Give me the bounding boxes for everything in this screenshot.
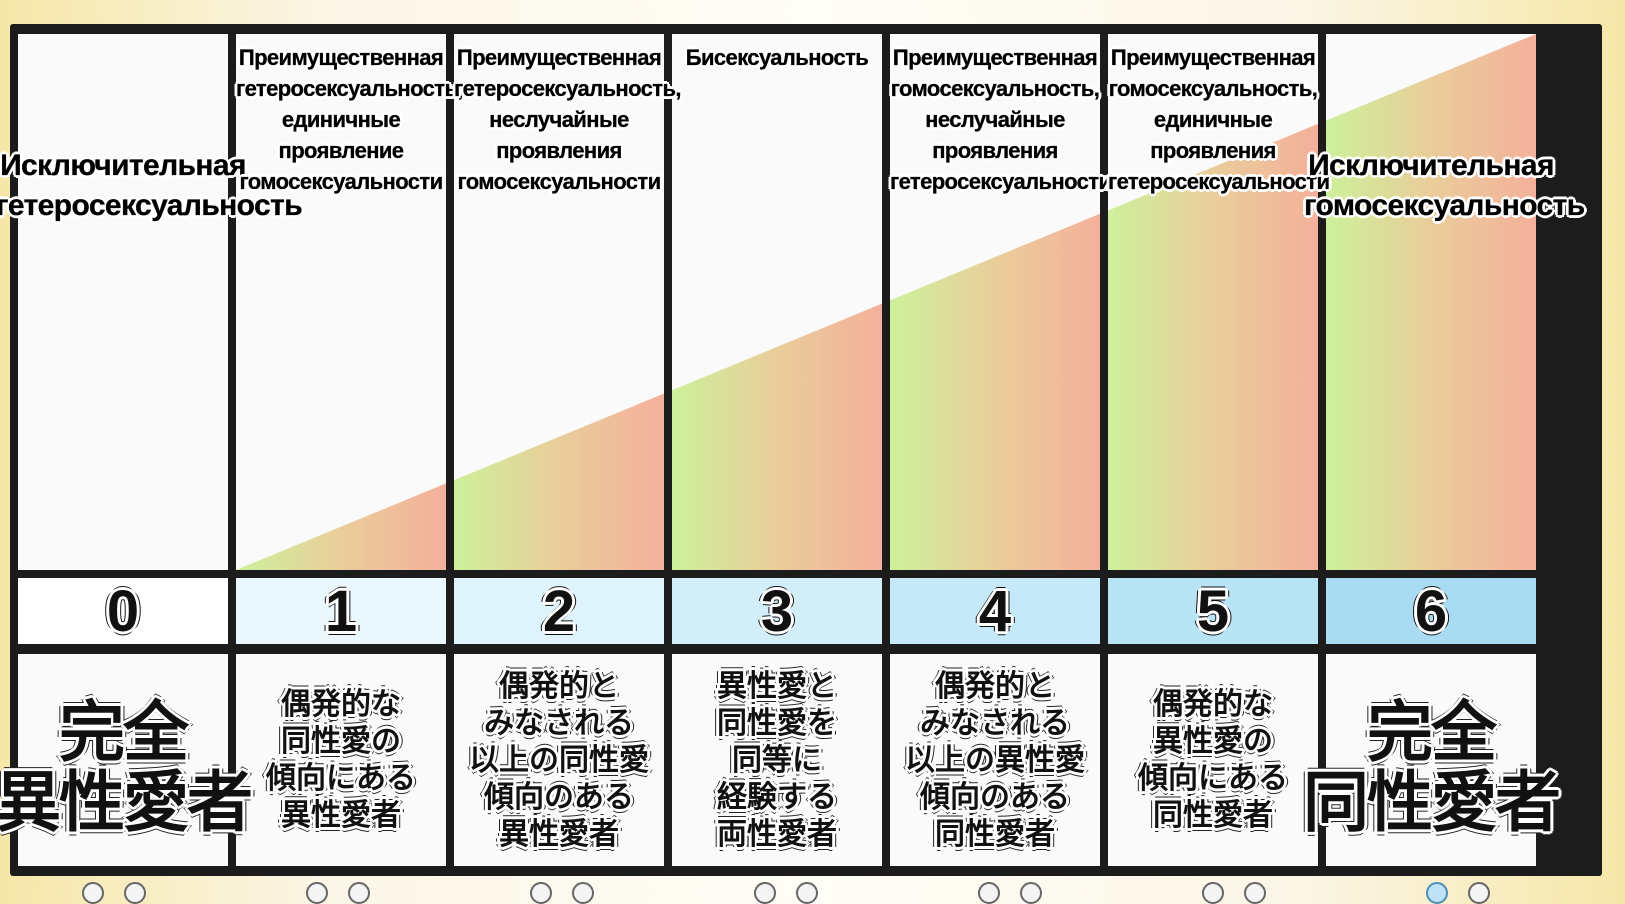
pagination-dot-0[interactable] bbox=[82, 882, 104, 904]
gradient-wedge-1 bbox=[236, 483, 446, 570]
pagination-dot-12[interactable] bbox=[1426, 882, 1448, 904]
jp-label-cell-6: 完全 同性愛者 bbox=[1303, 654, 1561, 866]
cell-bottom-bg-1 bbox=[236, 654, 446, 866]
ru-label-cell-3: Бисексуальность bbox=[672, 34, 882, 570]
ru-label-cell-5: Преимущественная гомосексуальность, един… bbox=[1108, 34, 1330, 570]
pagination-dot-3[interactable] bbox=[348, 882, 370, 904]
scale-number-0: 0 bbox=[106, 578, 140, 644]
gradient-wedge-2 bbox=[454, 393, 664, 570]
ru-label-2: Преимущественная гетеросексуальность, не… bbox=[454, 45, 682, 194]
ru-label-1: Преимущественная гетеросексуальность, ед… bbox=[236, 45, 464, 194]
ru-label-cell-2: Преимущественная гетеросексуальность, не… bbox=[454, 34, 682, 570]
jp-label-2: 偶発的と みなされる 以上の同性愛 傾向のある 異性愛者 bbox=[469, 668, 649, 852]
ru-label-cell-4: Преимущественная гомосексуальность, несл… bbox=[890, 34, 1112, 570]
number-band-bg-5 bbox=[1108, 578, 1318, 644]
cell-bottom-bg-4 bbox=[890, 654, 1100, 866]
cell-top-bg-0 bbox=[18, 34, 228, 570]
scale-number-cell-3: 3 bbox=[672, 578, 882, 644]
gradient-wedge-5 bbox=[1108, 123, 1318, 570]
cell-bottom-bg-3 bbox=[672, 654, 882, 866]
gradient-wedge-6 bbox=[1326, 34, 1536, 570]
jp-label-cell-3: 異性愛と 同性愛を 同等に 経験する 両性愛者 bbox=[672, 654, 882, 866]
scale-number-5: 5 bbox=[1196, 578, 1230, 644]
pagination-dot-8[interactable] bbox=[978, 882, 1000, 904]
number-band-bg-4 bbox=[890, 578, 1100, 644]
jp-label-cell-2: 偶発的と みなされる 以上の同性愛 傾向のある 異性愛者 bbox=[454, 654, 664, 866]
scale-number-cell-1: 1 bbox=[236, 578, 446, 644]
pagination-dot-10[interactable] bbox=[1202, 882, 1224, 904]
ru-label-cell-6: Исключительная гомосексуальность bbox=[1304, 34, 1585, 570]
scale-number-cell-2: 2 bbox=[454, 578, 664, 644]
pagination-dot-13[interactable] bbox=[1468, 882, 1490, 904]
jp-label-cell-1: 偶発的な 同性愛の 傾向にある 異性愛者 bbox=[236, 654, 446, 866]
jp-label-cell-4: 偶発的と みなされる 以上の異性愛 傾向のある 同性愛者 bbox=[890, 654, 1100, 866]
jp-label-5: 偶発的な 異性愛の 傾向にある 同性愛者 bbox=[1138, 687, 1288, 833]
ru-label-3: Бисексуальность bbox=[685, 45, 869, 70]
number-band-bg-1 bbox=[236, 578, 446, 644]
ru-label-cell-1: Преимущественная гетеросексуальность, ед… bbox=[236, 34, 464, 570]
gradient-wedge-4 bbox=[890, 213, 1100, 570]
jp-label-cell-0: 完全 異性愛者 bbox=[0, 654, 253, 866]
scale-number-6: 6 bbox=[1414, 578, 1448, 644]
pagination-dot-11[interactable] bbox=[1244, 882, 1266, 904]
ru-label-4: Преимущественная гомосексуальность, несл… bbox=[890, 45, 1112, 194]
pagination-dot-5[interactable] bbox=[572, 882, 594, 904]
jp-label-3: 異性愛と 同性愛を 同等に 経験する 両性愛者 bbox=[717, 668, 837, 852]
jp-label-0: 完全 異性愛者 bbox=[0, 694, 253, 841]
ru-label-cell-0: Исключительная гетеросексуальность bbox=[0, 34, 303, 570]
cell-bottom-bg-2 bbox=[454, 654, 664, 866]
scale-number-2: 2 bbox=[542, 578, 576, 644]
scale-number-4: 4 bbox=[978, 578, 1012, 644]
pagination-dot-7[interactable] bbox=[796, 882, 818, 904]
pagination-dot-4[interactable] bbox=[530, 882, 552, 904]
gradient-wedge-3 bbox=[672, 303, 882, 570]
scale-number-cell-6: 6 bbox=[1326, 578, 1536, 644]
scale-number-cell-0: 0 bbox=[18, 578, 228, 644]
jp-label-6: 完全 同性愛者 bbox=[1303, 694, 1561, 841]
cell-bottom-bg-0 bbox=[18, 654, 228, 866]
number-band-bg-0 bbox=[18, 578, 228, 644]
cell-bottom-bg-5 bbox=[1108, 654, 1318, 866]
scale-number-3: 3 bbox=[760, 578, 794, 644]
pagination-dot-1[interactable] bbox=[124, 882, 146, 904]
number-band-bg-6 bbox=[1326, 578, 1536, 644]
jp-label-cell-5: 偶発的な 異性愛の 傾向にある 同性愛者 bbox=[1108, 654, 1318, 866]
jp-label-4: 偶発的と みなされる 以上の異性愛 傾向のある 同性愛者 bbox=[905, 668, 1085, 852]
pagination-dot-9[interactable] bbox=[1020, 882, 1042, 904]
ru-label-5: Преимущественная гомосексуальность, един… bbox=[1108, 45, 1330, 194]
scale-number-1: 1 bbox=[324, 578, 358, 644]
number-band-bg-3 bbox=[672, 578, 882, 644]
ru-label-0: Исключительная гетеросексуальность bbox=[0, 149, 303, 222]
pagination-dot-6[interactable] bbox=[754, 882, 776, 904]
ru-label-6: Исключительная гомосексуальность bbox=[1304, 149, 1585, 222]
scale-number-cell-5: 5 bbox=[1108, 578, 1318, 644]
cell-bottom-bg-6 bbox=[1326, 654, 1536, 866]
number-band-bg-2 bbox=[454, 578, 664, 644]
jp-label-1: 偶発的な 同性愛の 傾向にある 異性愛者 bbox=[266, 687, 416, 833]
cell-top-bg-1 bbox=[236, 34, 446, 570]
scale-number-cell-4: 4 bbox=[890, 578, 1100, 644]
pagination-dot-2[interactable] bbox=[306, 882, 328, 904]
